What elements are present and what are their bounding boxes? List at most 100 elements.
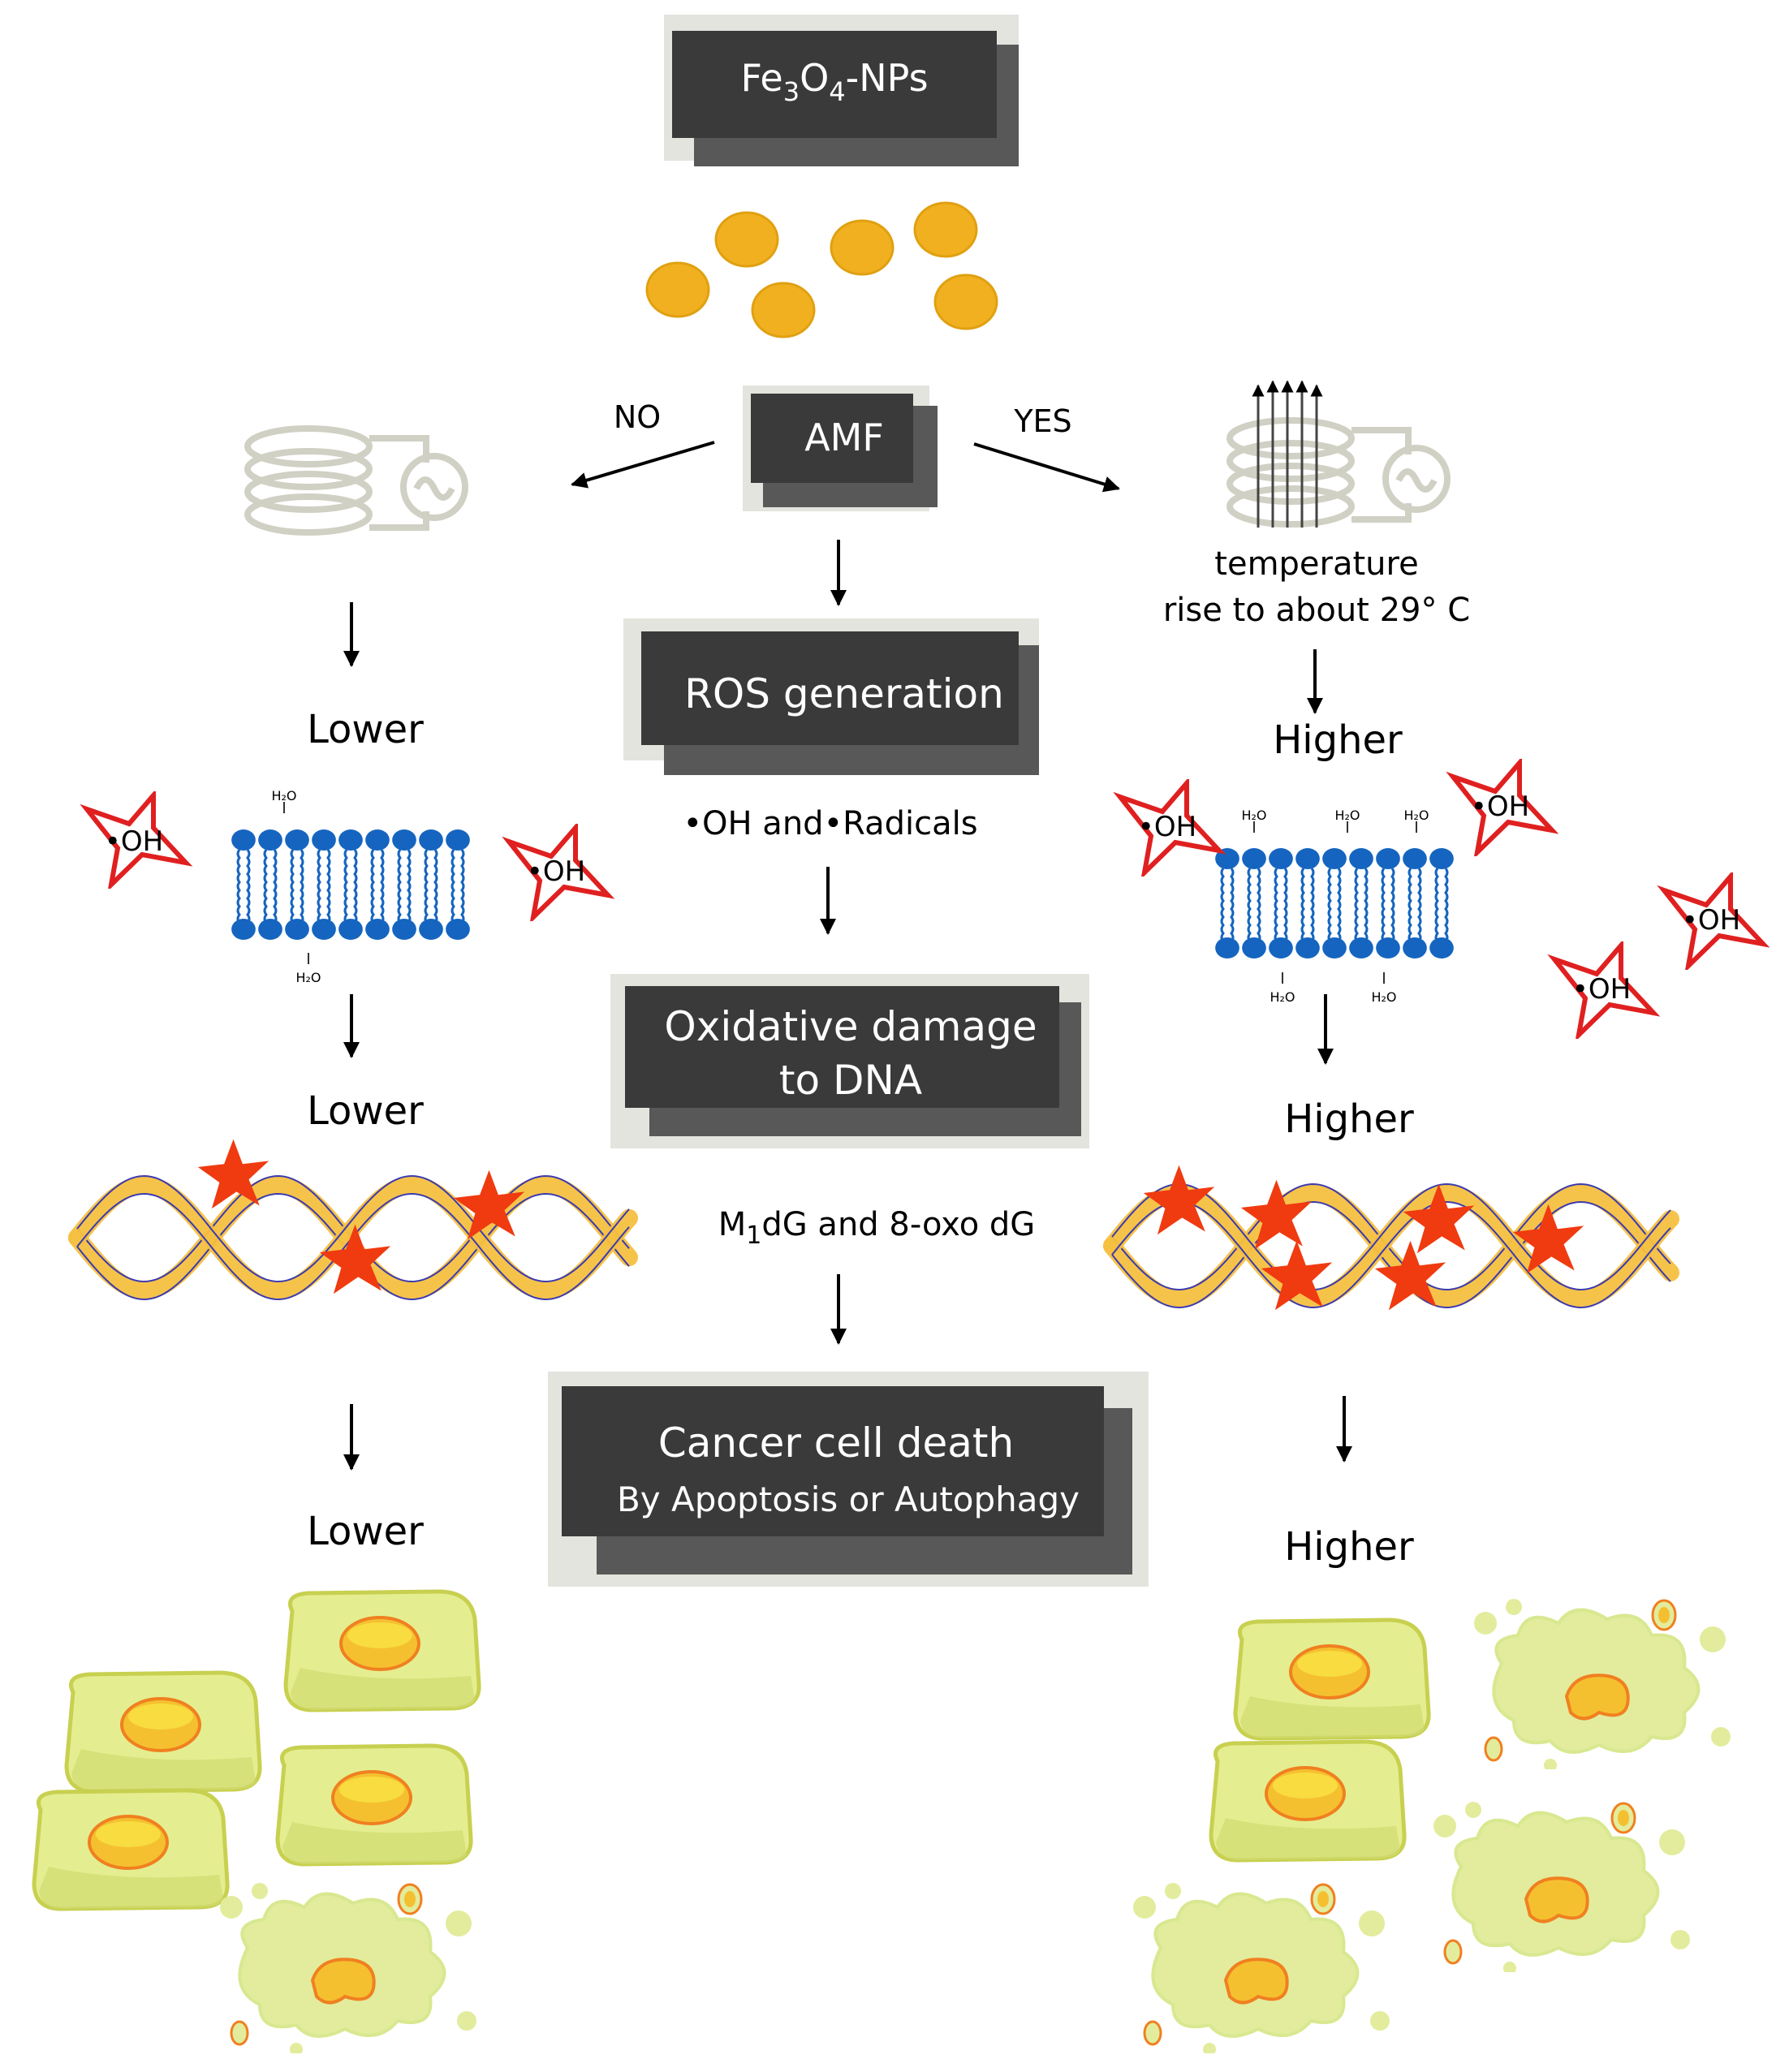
svg-text:•OH: •OH bbox=[527, 855, 585, 888]
oxidative-label-line1: Oxidative damage bbox=[664, 1003, 1037, 1050]
lipid-head bbox=[446, 829, 470, 851]
lipid-head bbox=[1403, 848, 1427, 869]
nanoparticle bbox=[913, 201, 978, 258]
lipid-membrane-high: H₂O H₂O H₂O H₂O H₂O bbox=[1215, 808, 1454, 1005]
fe3o4-box: Fe3O4-NPs bbox=[664, 15, 1019, 166]
adducts-text: M1dG and 8-oxo dG bbox=[718, 1206, 1036, 1250]
lipid-head bbox=[365, 919, 390, 940]
nanoparticle bbox=[751, 282, 816, 338]
lipid-head bbox=[1295, 937, 1320, 958]
lipid-head bbox=[1429, 848, 1454, 869]
dead-cell bbox=[218, 1881, 478, 2053]
lipid-head bbox=[419, 829, 443, 851]
lipid-head bbox=[285, 829, 309, 851]
water-molecule-label: H₂O bbox=[295, 970, 321, 985]
cells-low-death bbox=[34, 1592, 479, 2053]
amf-box: AMF bbox=[743, 386, 938, 511]
radicals-text: •OH and•Radicals bbox=[683, 805, 977, 842]
lipid-head bbox=[392, 829, 416, 851]
lipid-head bbox=[1403, 937, 1427, 958]
ros-star-right-4: •OH bbox=[1554, 946, 1653, 1035]
right-level-death: Higher bbox=[1284, 1524, 1414, 1570]
ros-star-left-1: •OH bbox=[87, 795, 186, 885]
cells-high-death bbox=[1132, 1597, 1732, 2053]
healthy-cell bbox=[67, 1673, 260, 1791]
ros-box: ROS generation bbox=[623, 618, 1039, 775]
no-label: NO bbox=[614, 399, 661, 435]
dead-cell bbox=[1472, 1597, 1732, 1769]
lipid-head bbox=[231, 919, 256, 940]
ros-star-right-3: •OH bbox=[1664, 877, 1763, 966]
lipid-head bbox=[1349, 848, 1373, 869]
lipid-head bbox=[1376, 937, 1400, 958]
lipid-head bbox=[1376, 848, 1400, 869]
left-level-ros: Lower bbox=[307, 707, 424, 752]
cancer-death-label-line1: Cancer cell death bbox=[658, 1419, 1014, 1467]
temperature-line1: temperature bbox=[1214, 545, 1418, 583]
temperature-line2: rise to about 29° C bbox=[1163, 592, 1470, 629]
coil-on-icon bbox=[1230, 380, 1447, 528]
water-molecule-label: H₂O bbox=[1270, 989, 1295, 1005]
right-level-dna: Higher bbox=[1284, 1096, 1414, 1142]
svg-text:•OH: •OH bbox=[1138, 811, 1196, 843]
lipid-head bbox=[338, 919, 363, 940]
ros-star-right-1: •OH bbox=[1120, 783, 1219, 872]
lipid-head bbox=[1429, 937, 1454, 958]
healthy-cell bbox=[1211, 1742, 1404, 1860]
svg-text:•OH: •OH bbox=[1572, 973, 1631, 1006]
lipid-head bbox=[365, 829, 390, 851]
lipid-head bbox=[1349, 937, 1373, 958]
lipid-head bbox=[419, 919, 443, 940]
svg-text:•OH: •OH bbox=[1682, 904, 1740, 937]
cancer-death-box: Cancer cell death By Apoptosis or Autoph… bbox=[548, 1372, 1149, 1587]
nanoparticle bbox=[830, 219, 894, 276]
lipid-head bbox=[1322, 937, 1347, 958]
nanoparticles bbox=[645, 201, 998, 338]
water-molecule-label: H₂O bbox=[1334, 808, 1360, 823]
lipid-head bbox=[258, 919, 282, 940]
healthy-cell bbox=[34, 1790, 227, 1909]
yes-branch-arrow bbox=[973, 442, 1120, 493]
dead-cell bbox=[1132, 1881, 1391, 2053]
lipid-head bbox=[446, 919, 470, 940]
lipid-membrane-low: H₂O H₂O bbox=[231, 788, 470, 985]
ros-label: ROS generation bbox=[684, 670, 1004, 717]
nanoparticle bbox=[645, 261, 710, 318]
lipid-head bbox=[258, 829, 282, 851]
healthy-cell bbox=[278, 1746, 471, 1864]
nanoparticle bbox=[714, 211, 779, 268]
yes-label: YES bbox=[1013, 403, 1071, 439]
cancer-death-label-line2: By Apoptosis or Autophagy bbox=[617, 1480, 1080, 1519]
ros-star-right-2: •OH bbox=[1453, 763, 1552, 852]
amf-label: AMF bbox=[804, 416, 884, 459]
healthy-cell bbox=[1235, 1620, 1429, 1738]
left-level-death: Lower bbox=[307, 1509, 424, 1554]
oxidative-box: Oxidative damage to DNA bbox=[610, 974, 1089, 1148]
lipid-head bbox=[231, 829, 256, 851]
lipid-head bbox=[1242, 848, 1266, 869]
coil-off-icon bbox=[248, 429, 465, 532]
nanoparticle bbox=[933, 274, 998, 330]
fe3o4-label: Fe3O4-NPs bbox=[740, 56, 928, 107]
lipid-head bbox=[312, 919, 336, 940]
lipid-head bbox=[312, 829, 336, 851]
water-molecule-label: H₂O bbox=[1371, 989, 1396, 1005]
lipid-head bbox=[1215, 937, 1239, 958]
right-level-ros: Higher bbox=[1273, 717, 1403, 763]
left-level-dna: Lower bbox=[307, 1088, 424, 1134]
svg-text:•OH: •OH bbox=[1471, 790, 1529, 823]
water-molecule-label: H₂O bbox=[271, 788, 296, 803]
lipid-head bbox=[392, 919, 416, 940]
water-molecule-label: H₂O bbox=[1241, 808, 1266, 823]
dna-helix-high bbox=[1103, 1182, 1679, 1309]
no-branch-arrow bbox=[571, 441, 715, 489]
lipid-head bbox=[338, 829, 363, 851]
lipid-head bbox=[1322, 848, 1347, 869]
lipid-head bbox=[285, 919, 309, 940]
svg-text:•OH: •OH bbox=[105, 825, 163, 858]
water-molecule-label: H₂O bbox=[1403, 808, 1429, 823]
lipid-head bbox=[1242, 937, 1266, 958]
ros-star-left-2: •OH bbox=[509, 828, 608, 917]
lipid-head bbox=[1269, 937, 1293, 958]
